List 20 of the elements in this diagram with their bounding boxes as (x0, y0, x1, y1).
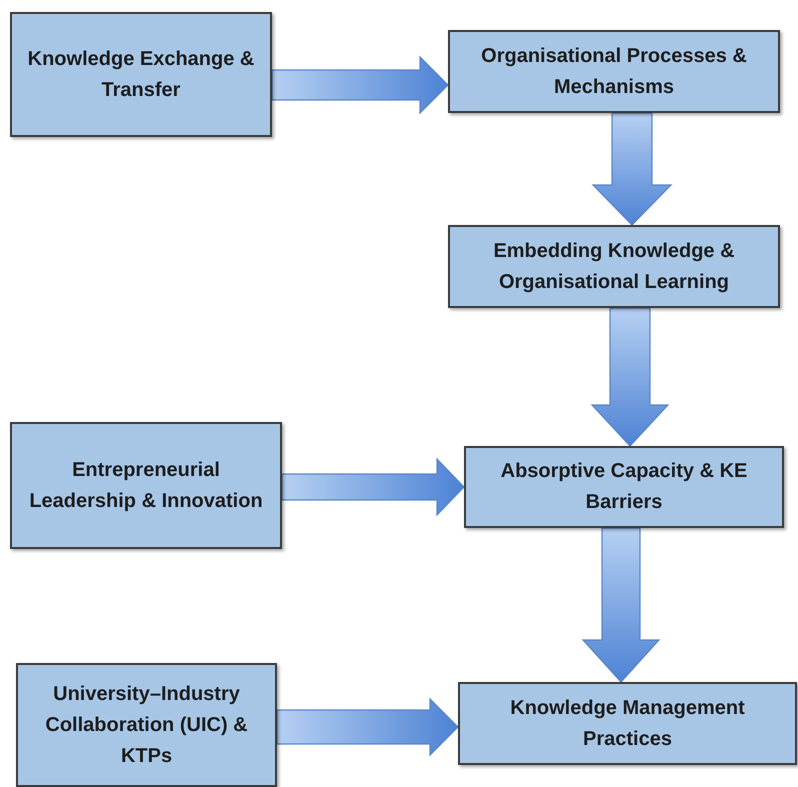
process-box (10, 12, 272, 137)
block-arrow (276, 698, 459, 756)
box-label: Absorptive Capacity & KE Barriers (500, 459, 748, 515)
block-arrow (271, 56, 449, 114)
process-box (464, 446, 784, 528)
box-label: Knowledge Management Practices (509, 696, 746, 752)
box-label: Knowledge Exchange & Transfer (26, 46, 256, 102)
process-box (448, 225, 780, 308)
process-box (448, 30, 780, 113)
process-box (10, 422, 282, 549)
box-label: Organisational Processes & Mechanisms (480, 44, 748, 100)
process-box (16, 663, 277, 787)
process-box (458, 682, 797, 765)
box-label: Embedding Knowledge & Organisational Learning (492, 238, 736, 294)
block-arrow (590, 307, 670, 447)
box-label: Entrepreneurial Leadership & Innovation (28, 458, 264, 514)
block-arrow (582, 527, 660, 683)
block-arrow (592, 112, 672, 226)
box-label: University–Industry Collaboration (UIC) & KTPs (44, 682, 249, 768)
block-arrow (281, 458, 465, 516)
